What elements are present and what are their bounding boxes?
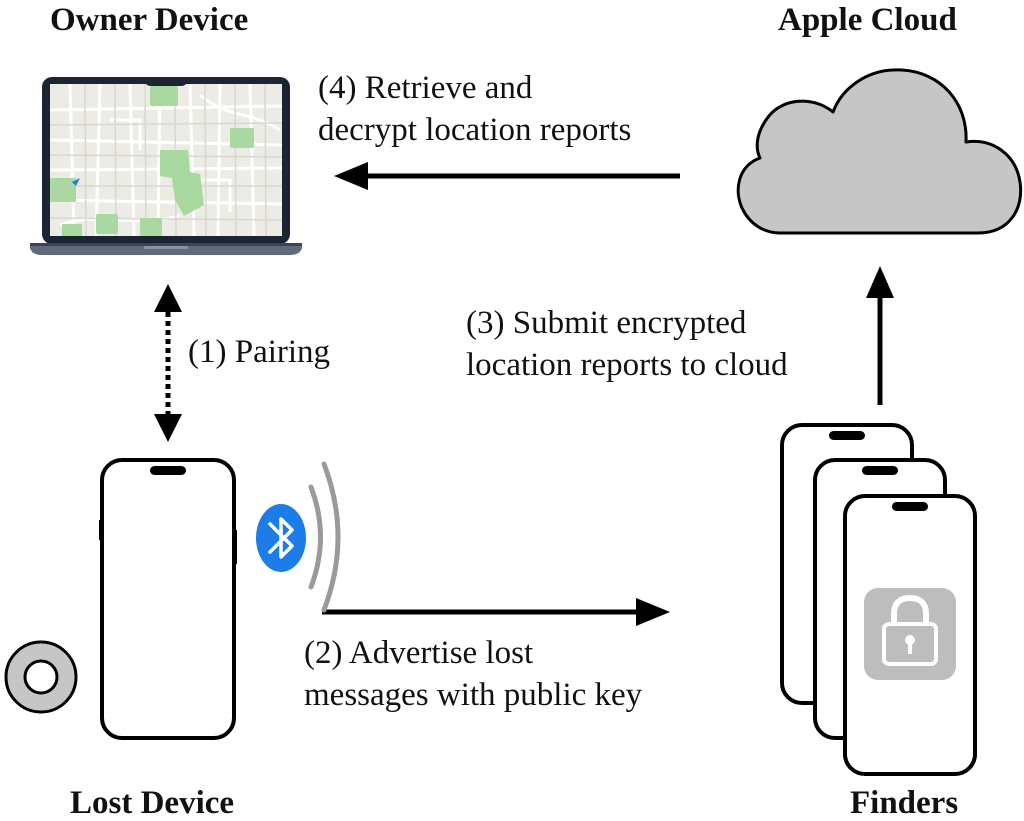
step-submit-label: (3) Submit encrypted location reports to…	[466, 302, 788, 386]
owner-device-title: Owner Device	[50, 2, 249, 38]
step-submit-line-1: (3) Submit encrypted	[466, 305, 747, 341]
step-advertise-line-2: messages with public key	[304, 677, 643, 713]
step-pairing-line-1: (1) Pairing	[188, 334, 331, 370]
step-retrieve-label: (4) Retrieve and decrypt location report…	[318, 67, 631, 151]
finders-title: Finders	[850, 785, 959, 821]
map-streets	[50, 84, 282, 236]
step-advertise-line-1: (2) Advertise lost	[304, 635, 534, 671]
step-pairing-label: (1) Pairing	[188, 331, 330, 373]
laptop-map-icon	[30, 77, 302, 255]
arrow-pairing	[154, 284, 182, 442]
cloud-icon	[736, 68, 1023, 235]
step-submit-line-2: location reports to cloud	[466, 347, 788, 383]
lock-icon	[864, 588, 956, 680]
step-retrieve-line-2: decrypt location reports	[318, 112, 632, 148]
apple-cloud-title: Apple Cloud	[778, 2, 957, 38]
bluetooth-icon	[256, 504, 306, 572]
step-retrieve-line-1: (4) Retrieve and	[318, 70, 533, 106]
airtag-icon	[4, 640, 78, 714]
arrow-retrieve	[334, 162, 680, 190]
lost-device-title: Lost Device	[70, 785, 235, 821]
arrow-submit	[866, 266, 894, 405]
phone-icon	[99, 458, 237, 740]
step-advertise-label: (2) Advertise lost messages with public …	[304, 632, 642, 716]
signal-waves-icon	[308, 461, 341, 613]
arrow-advertise	[322, 598, 670, 626]
